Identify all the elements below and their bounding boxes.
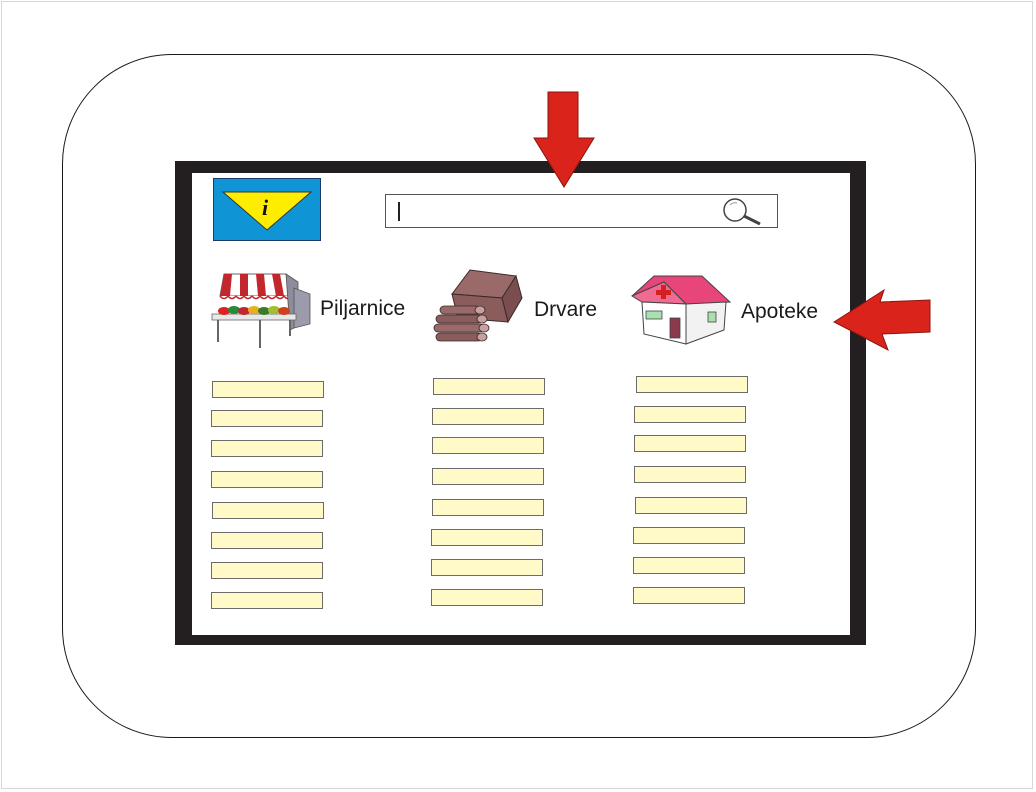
list-item-drvare[interactable] — [433, 378, 545, 395]
list-item-drvare[interactable] — [431, 529, 543, 546]
list-item-piljarnice[interactable] — [211, 440, 323, 457]
search-box[interactable] — [385, 194, 778, 228]
info-icon[interactable]: i — [213, 178, 321, 241]
info-logo-letter: i — [262, 195, 269, 220]
list-item-drvare[interactable] — [432, 468, 544, 485]
list-item-drvare[interactable] — [432, 499, 544, 516]
search-input[interactable] — [396, 201, 696, 221]
list-item-piljarnice[interactable] — [212, 502, 324, 519]
market-stall-icon[interactable] — [210, 270, 314, 350]
pharmacy-icon[interactable] — [628, 274, 734, 348]
list-item-piljarnice[interactable] — [211, 471, 323, 488]
list-item-piljarnice[interactable] — [211, 410, 323, 427]
list-item-drvare[interactable] — [431, 559, 543, 576]
category-label-drvare[interactable]: Drvare — [534, 298, 598, 321]
list-item-piljarnice[interactable] — [212, 381, 324, 398]
list-item-apoteke[interactable] — [633, 557, 745, 574]
list-item-piljarnice[interactable] — [211, 562, 323, 579]
list-item-apoteke[interactable] — [636, 376, 748, 393]
category-label-piljarnice[interactable]: Piljarnice — [320, 297, 406, 320]
list-item-piljarnice[interactable] — [211, 592, 323, 609]
category-label-apoteke[interactable]: Apoteke — [741, 300, 819, 323]
text-cursor — [398, 202, 400, 221]
list-item-piljarnice[interactable] — [211, 532, 323, 549]
device-outline — [62, 54, 976, 738]
list-item-apoteke[interactable] — [634, 466, 746, 483]
list-item-drvare[interactable] — [431, 589, 543, 606]
left-arrow-icon — [833, 288, 931, 352]
list-item-apoteke[interactable] — [633, 527, 745, 544]
list-item-drvare[interactable] — [432, 437, 544, 454]
list-item-apoteke[interactable] — [634, 435, 746, 452]
list-item-apoteke[interactable] — [634, 406, 746, 423]
firewood-icon[interactable] — [432, 268, 526, 346]
list-item-apoteke[interactable] — [635, 497, 747, 514]
search-icon[interactable] — [718, 197, 764, 225]
list-item-drvare[interactable] — [432, 408, 544, 425]
down-arrow-icon — [533, 91, 595, 188]
list-item-apoteke[interactable] — [633, 587, 745, 604]
